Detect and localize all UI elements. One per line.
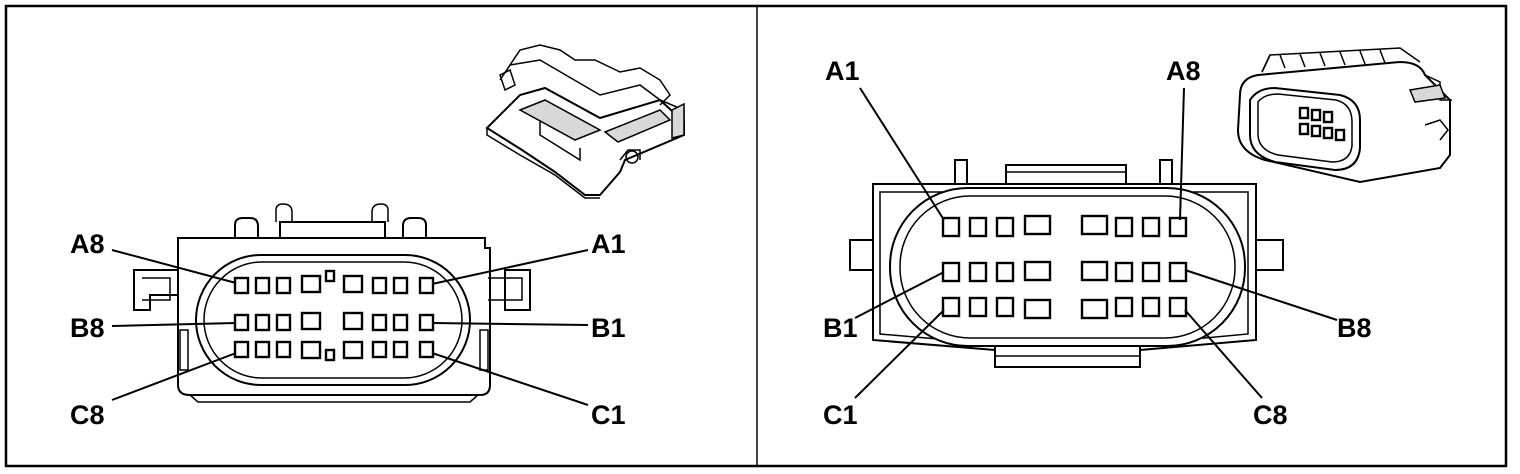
pin-label-left-c1: C1 — [591, 400, 626, 430]
right-panel: A1 A8 B1 B8 C1 C8 — [823, 47, 1452, 430]
leader-line-left-b8 — [111, 322, 237, 327]
right-cavity-row-c — [941, 296, 1188, 320]
right-connector-isometric-illustration — [1236, 47, 1452, 184]
pin-label-right-c8: C8 — [1253, 400, 1288, 430]
left-connector-end-view — [133, 203, 531, 403]
left-cavity-row-a — [233, 269, 435, 295]
leader-line-left-a8 — [111, 249, 237, 284]
pin-label-left-a8: A8 — [70, 229, 105, 259]
leader-line-left-a1 — [431, 249, 589, 285]
leader-line-right-b8 — [1184, 269, 1338, 321]
pin-label-right-a8: A8 — [1166, 56, 1201, 86]
pin-label-left-c8: C8 — [70, 400, 105, 430]
leader-line-left-c1 — [431, 352, 589, 406]
pin-label-left-b1: B1 — [591, 313, 626, 343]
pin-label-right-b1: B1 — [823, 313, 858, 343]
leader-line-right-b1 — [854, 271, 945, 319]
leader-line-right-a8 — [1179, 87, 1185, 221]
left-connector-isometric-illustration — [485, 44, 685, 199]
leader-line-right-a1 — [859, 87, 945, 221]
leader-line-right-c8 — [1184, 309, 1263, 399]
pin-label-left-a1: A1 — [591, 229, 626, 259]
pin-label-right-c1: C1 — [823, 400, 858, 430]
pin-label-left-b8: B8 — [70, 313, 105, 343]
left-cavity-row-c — [233, 340, 435, 362]
right-connector-end-view — [849, 159, 1284, 368]
diagram-frame — [4, 4, 1508, 468]
right-cavity-row-a — [941, 214, 1188, 238]
pin-label-right-a1: A1 — [825, 56, 860, 86]
leader-line-left-c8 — [111, 352, 237, 401]
leader-line-left-b1 — [431, 322, 589, 326]
left-cavity-row-b — [233, 311, 435, 332]
leader-line-right-c1 — [854, 309, 945, 399]
left-panel: A8 A1 B8 B1 C8 C1 — [70, 44, 685, 430]
pin-label-right-b8: B8 — [1337, 313, 1372, 343]
